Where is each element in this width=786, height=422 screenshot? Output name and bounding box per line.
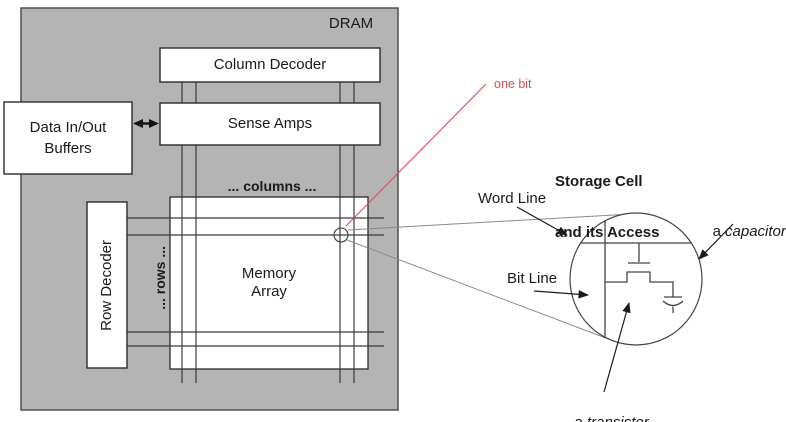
transistor-arrow-icon: [603, 301, 631, 393]
capacitor-curved-plate: [662, 300, 684, 307]
memory-array-line1: Memory: [241, 265, 297, 282]
bit-lines: [181, 82, 355, 383]
capacitor-label-prefix: a: [712, 223, 722, 240]
transistor-label-word: transistor: [587, 414, 649, 422]
row-decoder-box: [86, 201, 128, 369]
one-bit-label: one bit: [494, 77, 532, 91]
storage-cell-title-line2: and its Access: [555, 224, 660, 241]
storage-cell-title: Storage Cell and its Access: [555, 139, 660, 275]
storage-cell-title-line1: Storage Cell: [555, 173, 643, 190]
one-bit-circle: [333, 227, 349, 243]
capacitor-label-word: capacitor: [725, 223, 786, 240]
one-bit-callout-line: [345, 83, 487, 227]
transistor-label: a transistor: [558, 396, 649, 422]
column-decoder-label: Column Decoder: [213, 56, 327, 73]
transistor-channel: [605, 271, 674, 297]
storage-cell-circle: [569, 212, 703, 346]
bidirectional-arrow-icon: [133, 119, 159, 128]
data-buffers-line2: Buffers: [44, 140, 92, 157]
memory-array-line2: Array: [251, 283, 287, 300]
capacitor-arrow-icon: [698, 223, 734, 260]
word-line-arrow-icon: [516, 206, 568, 236]
data-buffers-box: [3, 101, 133, 175]
data-buffers-line1: Data In/Out: [29, 119, 107, 136]
dram-title: DRAM: [328, 15, 374, 32]
cell-circuit: [581, 221, 691, 337]
data-buffers-label: Data In/Out Buffers: [4, 102, 132, 174]
row-decoder-text: Row Decoder: [98, 239, 115, 331]
bit-line-arrow-icon: [533, 290, 590, 299]
row-decoder-label: Row Decoder: [87, 202, 127, 368]
rows-axis-text: ... rows ...: [152, 246, 168, 310]
memory-array-label: Memory Array: [170, 197, 368, 369]
magnifier-cone-lines: [346, 213, 633, 341]
column-decoder-box: [159, 47, 381, 83]
sense-amps-box: [159, 102, 381, 146]
bit-line-label: Bit Line: [507, 270, 558, 287]
sense-amps-label: Sense Amps: [227, 115, 313, 132]
columns-axis-label: ... columns ...: [227, 178, 317, 194]
annotation-arrows: [516, 206, 734, 393]
transistor-label-prefix: a: [575, 414, 583, 422]
memory-array-box: [169, 196, 369, 370]
word-line-label: Word Line: [478, 190, 547, 207]
word-lines: [127, 217, 384, 347]
